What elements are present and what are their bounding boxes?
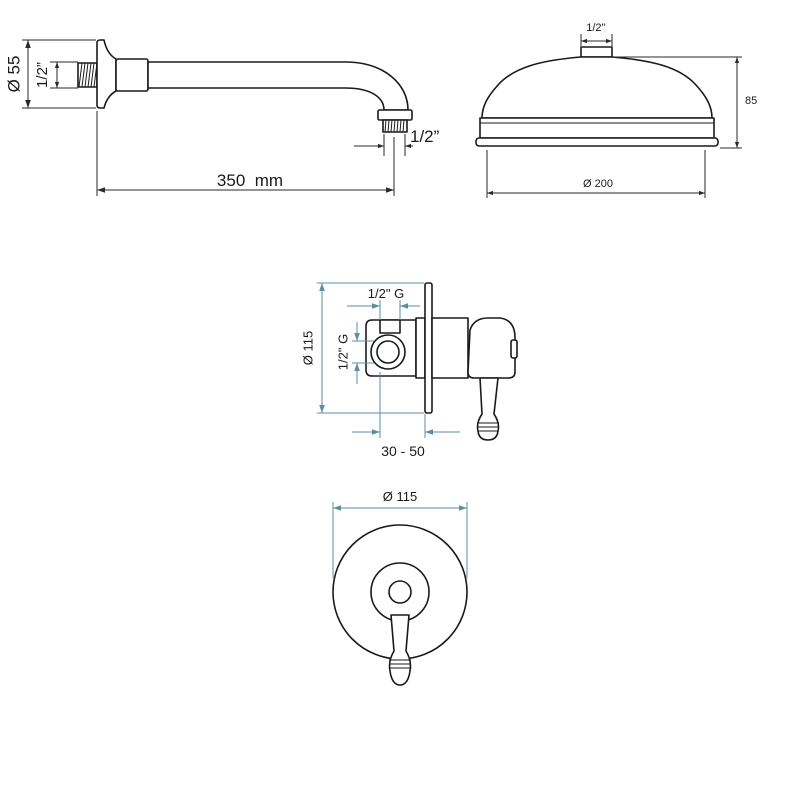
- head-connector: [580, 46, 613, 58]
- dim-head-height: 85: [614, 56, 757, 149]
- arm-inlet-thread-label: 1/2”: [34, 62, 51, 88]
- installation-depth-label: 30 - 50: [381, 443, 425, 459]
- dim-side-connection: 1/2" G: [335, 322, 374, 384]
- mixer-front-body: [431, 317, 469, 379]
- dim-arm-inlet-thread: 1/2”: [34, 61, 78, 89]
- head-dome: [481, 56, 713, 119]
- mixer-handle-indicator: [510, 339, 518, 359]
- flange-diameter-label: Ø 55: [4, 56, 23, 93]
- arm-collar: [115, 58, 149, 92]
- arm-tube: [147, 61, 409, 111]
- head-rim-lip: [475, 137, 719, 147]
- dim-installation-depth: 30 - 50: [352, 372, 460, 459]
- dim-front-plate-diameter: Ø 115: [332, 489, 468, 578]
- front-plate-diameter-label: Ø 115: [383, 489, 417, 504]
- head-inlet-thread-label: 1/2'': [586, 22, 606, 34]
- mixer-lever-front-stripes: [389, 659, 411, 669]
- mixer-side-view: Ø 115 1/2" G 1/2" G 30 - 50: [300, 282, 518, 459]
- shower-head: 1/2'' 85 Ø 200: [475, 22, 757, 198]
- side-plate-diameter-label: Ø 115: [300, 331, 315, 365]
- arm-outlet-nut: [377, 109, 413, 121]
- mixer-side-inlet-outer: [370, 334, 406, 370]
- side-connection-label: 1/2" G: [335, 334, 350, 370]
- shower-arm: Ø 55 1/2” 350 mm 1/2”: [4, 39, 440, 196]
- arm-inlet-thread-hatch: [78, 62, 98, 88]
- head-rim-band: [479, 117, 715, 139]
- dim-arm-length: 350 mm: [96, 111, 395, 196]
- head-height-label: 85: [745, 95, 757, 107]
- mixer-spacer: [415, 317, 426, 379]
- dim-flange-diameter: Ø 55: [4, 39, 96, 109]
- arm-wall-flange: [96, 39, 117, 109]
- mixer-front-view: Ø 115: [332, 489, 468, 686]
- front-handle-center: [388, 580, 412, 604]
- arm-length-label: 350 mm: [217, 171, 283, 190]
- dim-arm-outlet-thread: 1/2”: [354, 127, 440, 156]
- arm-outlet-thread-hatch: [384, 119, 405, 133]
- mixer-wall-plate: [424, 282, 433, 414]
- dim-head-inlet-thread: 1/2'': [580, 22, 613, 46]
- mixer-top-inlet: [379, 319, 401, 334]
- mixer-side-inlet-inner: [376, 340, 400, 364]
- mixer-handle-cap: [467, 317, 516, 379]
- mixer-lever-side-stripes: [478, 422, 499, 432]
- dim-side-plate-diameter: Ø 115: [300, 282, 424, 414]
- top-connection-label: 1/2" G: [368, 286, 404, 301]
- dim-top-connection: 1/2" G: [347, 286, 420, 320]
- head-diameter-label: Ø 200: [583, 178, 613, 190]
- dim-head-diameter: Ø 200: [486, 150, 706, 198]
- arm-outlet-thread-label: 1/2”: [410, 127, 440, 146]
